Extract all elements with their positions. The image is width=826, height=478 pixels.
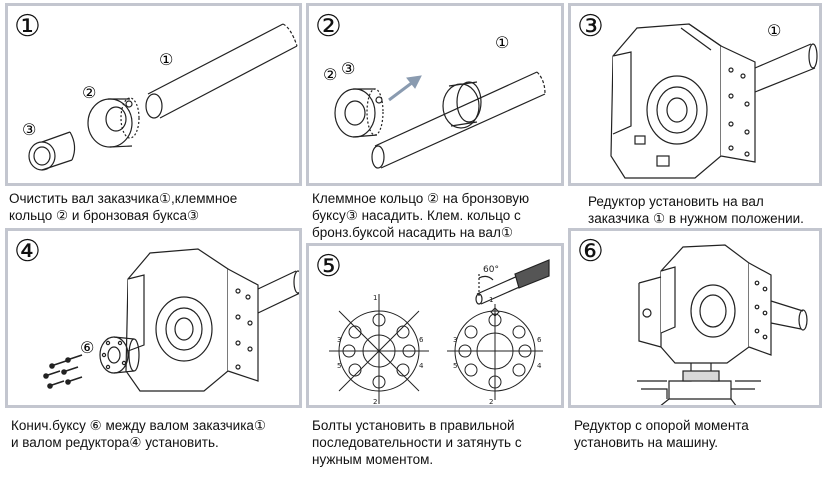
step-2-panel: ② ① ② ③ bbox=[306, 3, 564, 186]
gearbox bbox=[610, 23, 756, 179]
tapered-bush bbox=[99, 336, 140, 374]
bolt-pattern-right bbox=[447, 304, 543, 400]
step-2-caption: Клеммное кольцо ② на бронзовую буксу③ на… bbox=[312, 191, 530, 240]
shaft-label: ① bbox=[767, 21, 781, 40]
svg-text:4: 4 bbox=[419, 362, 424, 370]
svg-text:2: 2 bbox=[373, 398, 377, 406]
clamp-ring bbox=[87, 97, 140, 148]
angle-label: 60° bbox=[483, 265, 499, 275]
step-6-caption: Редуктор с опорой момента установить на … bbox=[574, 418, 749, 450]
customer-shaft bbox=[770, 300, 808, 331]
customer-shaft bbox=[257, 270, 299, 314]
svg-text:3: 3 bbox=[337, 336, 341, 344]
step-5-panel: ⑤ 60° 6 3 5 1 4 bbox=[306, 243, 564, 408]
svg-text:1: 1 bbox=[373, 294, 377, 302]
step-5-caption: Болты установить в правильной последоват… bbox=[312, 418, 522, 467]
svg-text:6: 6 bbox=[537, 336, 542, 344]
step-6-illustration bbox=[637, 244, 808, 405]
svg-text:5: 5 bbox=[337, 362, 341, 370]
shaft-label: ① bbox=[495, 33, 509, 52]
customer-shaft bbox=[371, 71, 546, 169]
customer-shaft bbox=[754, 43, 818, 93]
step-3-panel: ③ ① bbox=[568, 3, 822, 186]
svg-text:3: 3 bbox=[453, 336, 457, 344]
direction-arrow bbox=[388, 75, 422, 102]
svg-text:6: 6 bbox=[419, 336, 424, 344]
step-5-illustration: 60° 6 3 5 1 4 2 bbox=[329, 259, 550, 406]
step-5-number: ⑤ bbox=[315, 249, 342, 284]
gearbox bbox=[125, 248, 259, 392]
step-1-panel: ① ① ② ③ bbox=[5, 3, 302, 186]
step-2-number: ② bbox=[315, 9, 342, 44]
bush-label: ⑥ bbox=[80, 338, 94, 357]
step-1-illustration: ① ② ③ bbox=[22, 23, 298, 171]
bronze-bush bbox=[28, 131, 76, 171]
step-1-number: ① bbox=[14, 9, 41, 44]
customer-shaft bbox=[145, 23, 298, 119]
bolts bbox=[43, 354, 83, 389]
step-4-caption: Конич.буксу ⑥ между валом заказчика① и в… bbox=[11, 418, 267, 450]
step-4-number: ④ bbox=[14, 234, 41, 269]
gearbox bbox=[660, 244, 772, 364]
svg-text:1: 1 bbox=[489, 296, 493, 304]
step-4-panel: ④ bbox=[5, 228, 302, 408]
step-4-illustration: ⑥ bbox=[43, 248, 299, 392]
bolt-pattern-left-numbers: 6 3 5 1 4 2 bbox=[337, 294, 424, 406]
torque-support bbox=[637, 276, 761, 405]
svg-text:5: 5 bbox=[453, 362, 457, 370]
bush-label: ③ bbox=[341, 59, 355, 78]
step-3-illustration: ① bbox=[610, 21, 818, 179]
step-2-illustration: ① ② ③ bbox=[323, 33, 546, 169]
bush-label: ③ bbox=[22, 120, 36, 139]
assembled-ring-on-shaft bbox=[442, 81, 482, 129]
bolt-pattern-left bbox=[329, 294, 429, 404]
step-6-number: ⑥ bbox=[577, 234, 604, 269]
bolt-pattern-right-numbers: 6 3 5 1 4 2 bbox=[453, 296, 542, 406]
step-3-caption: Редуктор установить на вал заказчика ① в… bbox=[588, 194, 804, 226]
shaft-label: ① bbox=[159, 50, 173, 69]
step-6-panel: ⑥ bbox=[568, 228, 822, 408]
ring-label: ② bbox=[323, 65, 337, 84]
step-3-number: ③ bbox=[577, 9, 604, 44]
ring-label: ② bbox=[82, 83, 96, 102]
bolt-with-angle: 60° bbox=[475, 259, 550, 305]
ring-with-bush bbox=[334, 88, 384, 138]
svg-text:2: 2 bbox=[489, 398, 493, 406]
step-1-caption: Очистить вал заказчика①,клеммное кольцо … bbox=[9, 191, 238, 223]
svg-text:4: 4 bbox=[537, 362, 542, 370]
